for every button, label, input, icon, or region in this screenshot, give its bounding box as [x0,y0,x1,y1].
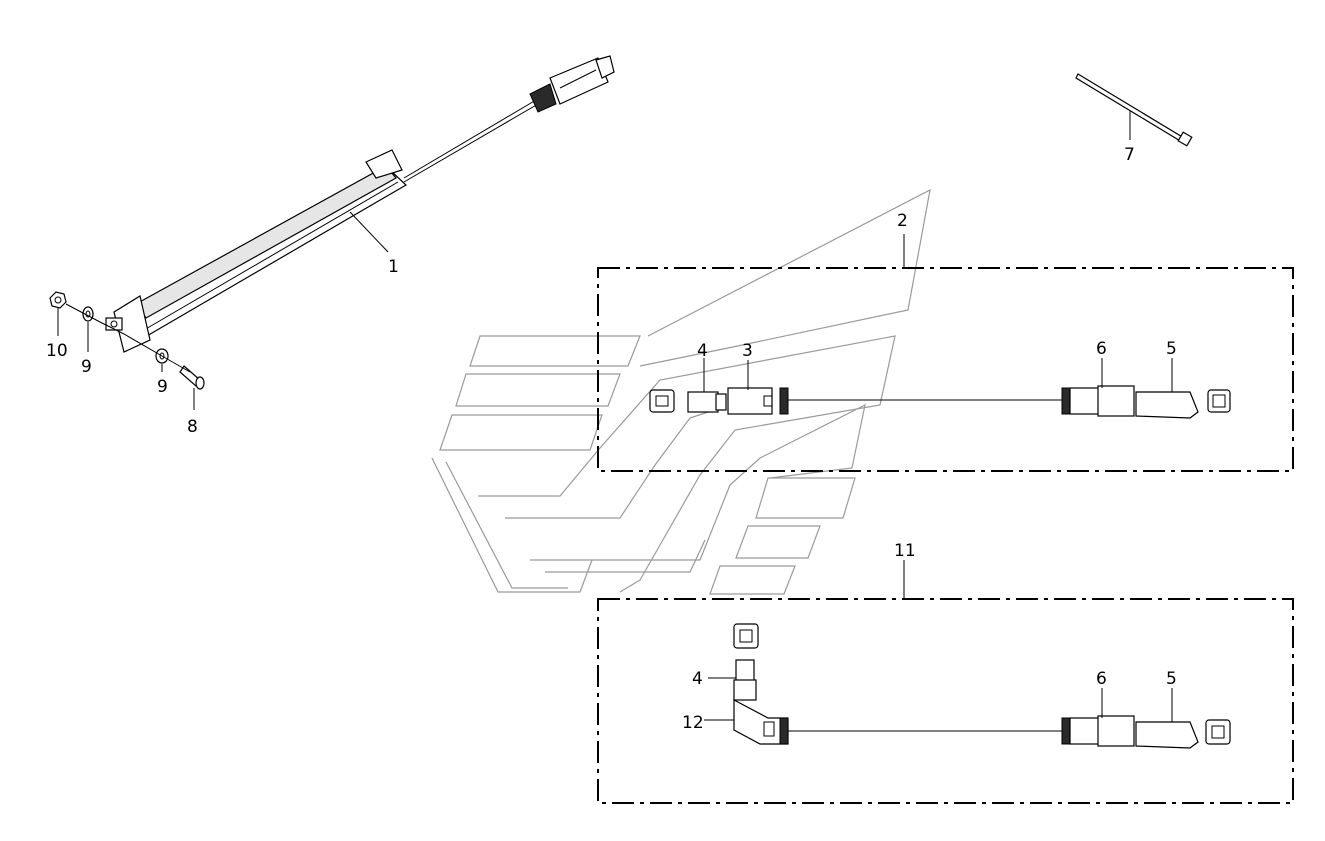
hardware-nut [49,291,67,309]
callout-1: 1 [388,257,399,277]
kit-box-lower [597,598,1294,804]
callout-9-left: 9 [81,357,92,377]
callout-4-upper: 4 [697,341,708,361]
callout-2: 2 [897,211,908,231]
harness-upper [649,385,1231,419]
light-bar-assembly [105,55,615,353]
callout-8: 8 [187,417,198,437]
callout-4-lower: 4 [692,669,703,689]
callout-9-right: 9 [157,377,168,397]
harness-lower [733,623,1231,749]
leader-lines [57,110,1173,722]
cable-tie [1075,73,1193,147]
hardware-screw [179,365,205,390]
callout-10: 10 [46,341,68,361]
watermark-logo [431,188,931,595]
callout-6-upper: 6 [1096,339,1107,359]
callout-5-upper: 5 [1166,339,1177,359]
callout-6-lower: 6 [1096,669,1107,689]
callout-7: 7 [1124,145,1135,165]
callout-3: 3 [742,341,753,361]
callout-11: 11 [894,541,916,561]
callout-12: 12 [682,713,704,733]
callout-5-lower: 5 [1166,669,1177,689]
kit-box-upper [597,267,1294,472]
